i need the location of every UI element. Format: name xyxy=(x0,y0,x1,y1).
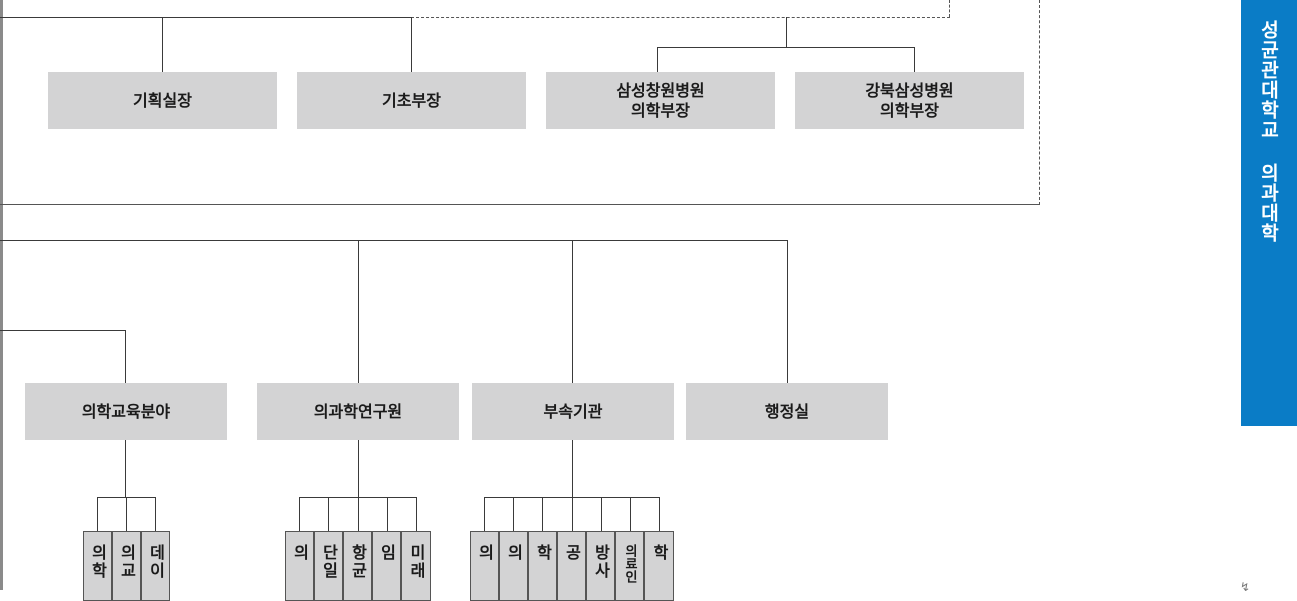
kangbuk-connector xyxy=(914,47,915,72)
edu-child-tick xyxy=(126,497,127,532)
research-child-box: 의 xyxy=(285,531,314,601)
affiliated-connector xyxy=(572,240,573,383)
corner-glyph: ↯ xyxy=(1240,580,1251,594)
affiliated-down-line xyxy=(572,440,573,498)
affiliated-box: 부속기관 xyxy=(472,383,674,440)
basic-director-box: 기초부장 xyxy=(297,72,526,129)
admin-connector xyxy=(787,240,788,383)
dashed-frame-top xyxy=(411,17,950,18)
affiliated-child-tick xyxy=(630,497,631,532)
research-connector xyxy=(358,240,359,383)
research-child-box: 단일 xyxy=(314,531,343,601)
frame-bottom-line xyxy=(0,204,1040,205)
side-banner: 성균관대학교 의과대학 xyxy=(1241,0,1297,426)
affiliated-child-tick xyxy=(484,497,485,532)
edu-connector xyxy=(125,330,126,383)
edu-child-tick xyxy=(97,497,98,532)
research-down-line xyxy=(358,440,359,498)
dashed-frame-right-top xyxy=(949,0,950,17)
admin-office-box: 행정실 xyxy=(686,383,888,440)
edu-child-box: 의교 xyxy=(112,531,141,601)
affiliated-child-tick xyxy=(601,497,602,532)
mid-connector-bar xyxy=(0,240,788,241)
side-banner-title: 성균관대학교 의과대학 xyxy=(1257,20,1280,243)
research-child-box: 미래 xyxy=(401,531,431,601)
planning-connector xyxy=(162,17,163,72)
edu-child-tick xyxy=(155,497,156,532)
edu-connector-bar xyxy=(0,330,126,331)
affiliated-child-tick xyxy=(659,497,660,532)
edu-child-box: 데이 xyxy=(141,531,170,601)
basic-connector xyxy=(411,17,412,72)
affiliated-child-box: 의 xyxy=(470,531,499,601)
changwon-connector xyxy=(657,47,658,72)
affiliated-child-box: 의 xyxy=(499,531,528,601)
changwon-hospital-box: 삼성창원병원 의학부장 xyxy=(546,72,775,129)
affiliated-child-box: 공 xyxy=(557,531,586,601)
research-child-tick xyxy=(416,497,417,532)
research-child-tick xyxy=(299,497,300,532)
research-child-tick xyxy=(358,497,359,532)
research-child-tick xyxy=(387,497,388,532)
page-edge-rule xyxy=(0,0,3,590)
hospital-split-bar xyxy=(657,47,915,48)
affiliated-child-box: 학 xyxy=(644,531,674,601)
affiliated-child-tick xyxy=(572,497,573,532)
edu-down-line xyxy=(125,440,126,498)
kangbuk-hospital-box: 강북삼성병원 의학부장 xyxy=(795,72,1024,129)
hospital-connector xyxy=(786,17,787,48)
planning-director-box: 기획실장 xyxy=(48,72,277,129)
dashed-frame-right xyxy=(1039,0,1040,205)
med-edu-box: 의학교육분야 xyxy=(25,383,227,440)
affiliated-child-tick xyxy=(513,497,514,532)
top-connector-bar xyxy=(0,17,412,18)
med-research-box: 의과학연구원 xyxy=(257,383,459,440)
research-child-tick xyxy=(328,497,329,532)
affiliated-child-box: 의료인 xyxy=(615,531,644,601)
affiliated-child-tick xyxy=(542,497,543,532)
affiliated-child-box: 학 xyxy=(528,531,557,601)
research-child-box: 항균 xyxy=(343,531,372,601)
edu-child-box: 의학 xyxy=(83,531,112,601)
research-child-box: 임 xyxy=(372,531,401,601)
affiliated-child-box: 방사 xyxy=(586,531,615,601)
